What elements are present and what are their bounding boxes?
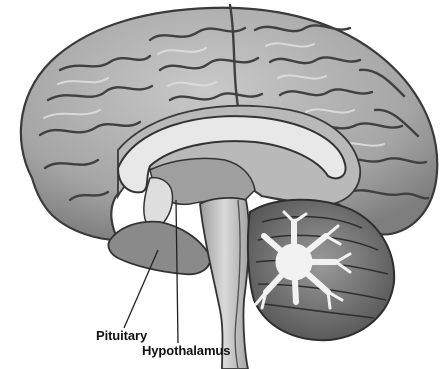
hypothalamus <box>144 178 173 228</box>
pituitary-label: Pituitary <box>96 328 147 343</box>
temporal-lobe <box>108 222 210 275</box>
hypothalamus-label: Hypothalamus <box>142 343 230 358</box>
